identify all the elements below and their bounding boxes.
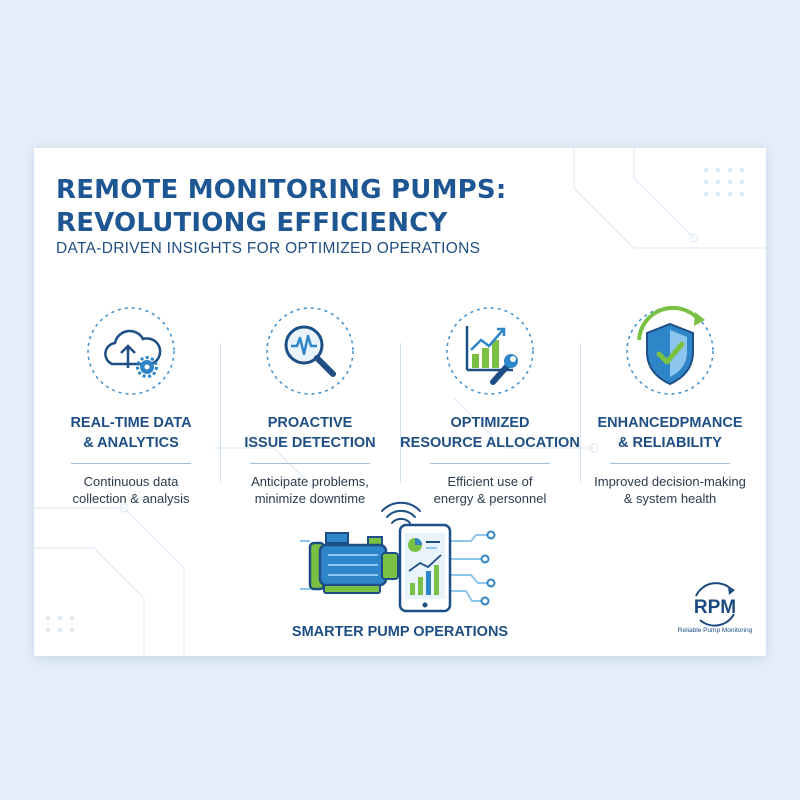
divider bbox=[430, 463, 550, 464]
feature-issue-detection: PROACTIVE ISSUE DETECTION Anticipate pro… bbox=[220, 306, 400, 507]
column-divider bbox=[220, 343, 221, 483]
feature-description: Efficient use of energy & personnel bbox=[433, 474, 547, 506]
cloud-upload-gear-icon bbox=[86, 306, 176, 396]
logo-tagline: Reliable Pump Monitoring bbox=[677, 627, 753, 634]
logo-arc-icon bbox=[695, 582, 735, 627]
divider bbox=[71, 463, 191, 464]
divider bbox=[250, 463, 370, 464]
smart-pump-illustration bbox=[296, 501, 506, 619]
page-subtitle: DATA-DRIVEN INSIGHTS FOR OPTIMIZED OPERA… bbox=[56, 240, 481, 257]
feature-realtime-data: REAL-TIME DATA & ANALYTICS Continuous da… bbox=[41, 306, 221, 507]
column-divider bbox=[400, 343, 401, 483]
divider bbox=[610, 463, 730, 464]
feature-title: ENHANCEDPMANCE & RELIABILITY bbox=[597, 415, 743, 451]
page-title: REMOTE MONITORING PUMPS: REVOLUTIONG EFF… bbox=[56, 175, 507, 238]
feature-reliability: ENHANCEDPMANCE & RELIABILITY Improved de… bbox=[580, 306, 760, 507]
shield-check-icon bbox=[625, 306, 715, 396]
column-divider bbox=[580, 343, 581, 483]
feature-title: REAL-TIME DATA & ANALYTICS bbox=[70, 415, 192, 451]
pump-phone-icon bbox=[300, 501, 496, 613]
feature-title: OPTIMIZED RESOURCE ALLOCATION bbox=[400, 415, 580, 451]
feature-description: Anticipate problems, minimize downtime bbox=[251, 474, 369, 506]
feature-description: Improved decision-making & system health bbox=[594, 474, 746, 506]
chart-wrench-icon bbox=[445, 306, 535, 396]
background-decoration bbox=[34, 148, 766, 656]
feature-description: Continuous data collection & analysis bbox=[72, 474, 190, 506]
logo-name: RPM bbox=[693, 597, 737, 618]
infographic-card: REMOTE MONITORING PUMPS: REVOLUTIONG EFF… bbox=[34, 148, 766, 656]
feature-resource-allocation: OPTIMIZED RESOURCE ALLOCATION Efficient … bbox=[400, 306, 580, 507]
magnifier-pulse-icon bbox=[265, 306, 355, 396]
rpm-logo: RPM Reliable Pump Monitoring bbox=[672, 580, 758, 640]
bottom-caption: SMARTER PUMP OPERATIONS bbox=[291, 624, 509, 640]
feature-title: PROACTIVE ISSUE DETECTION bbox=[244, 415, 376, 451]
